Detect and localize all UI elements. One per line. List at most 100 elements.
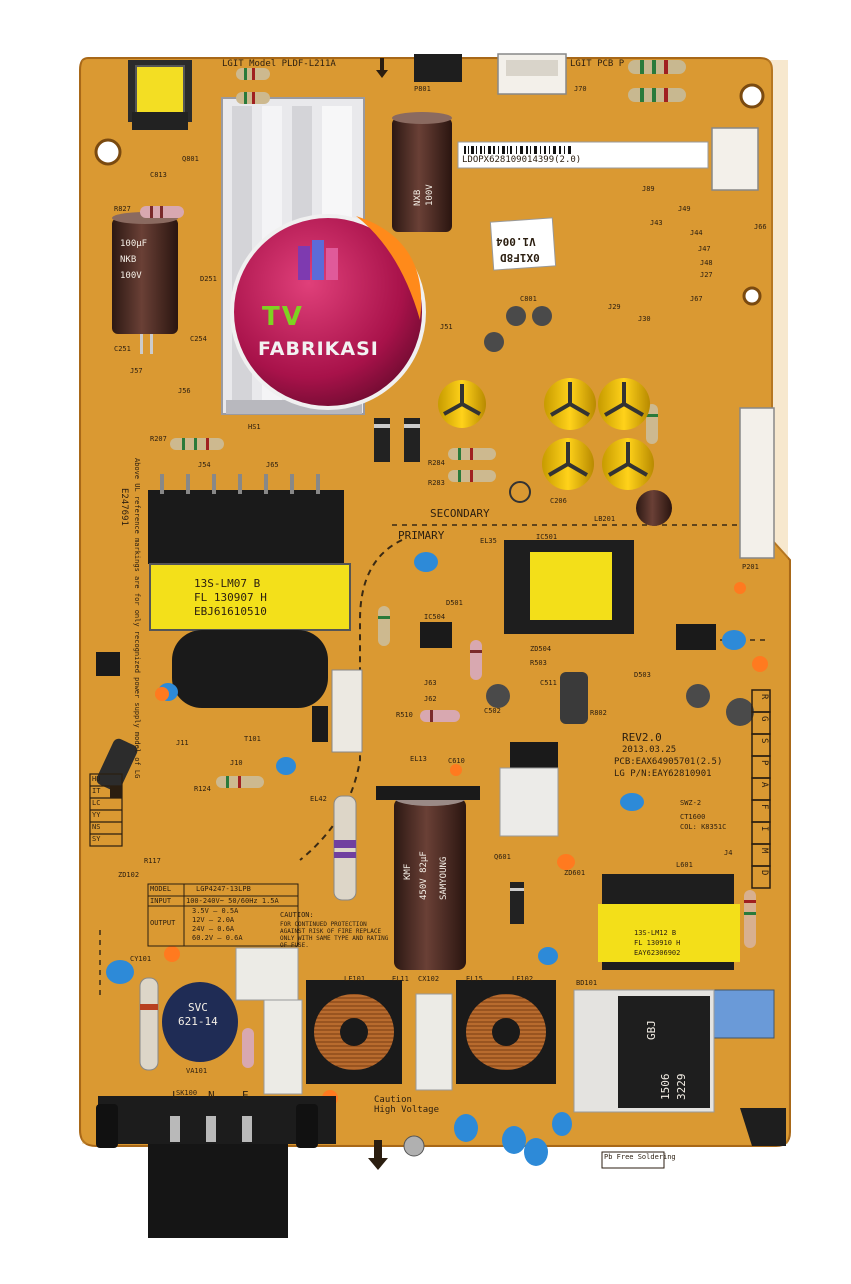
ref-cy101: CY101 bbox=[130, 955, 152, 963]
ref-c813: C813 bbox=[150, 171, 167, 179]
ceramic-caps bbox=[106, 552, 768, 1166]
label-ct: CT1600 bbox=[680, 813, 706, 821]
ref-hs1: HS1 bbox=[248, 423, 261, 431]
table-out4: 60.2V — 0.6A bbox=[192, 934, 243, 942]
ref-j51: J51 bbox=[440, 323, 453, 331]
logo-tv: TV bbox=[262, 302, 304, 332]
table-input-value: 100-240V~ 50/60Hz 1.5A bbox=[186, 897, 279, 905]
cap-left-value: 100µF bbox=[120, 239, 148, 249]
ref-q601: Q601 bbox=[494, 853, 511, 861]
ref-j63: J63 bbox=[424, 679, 437, 687]
ref-ic501: IC501 bbox=[536, 533, 558, 541]
cap-big-series: KMF bbox=[403, 863, 413, 880]
ref-j43: J43 bbox=[650, 219, 663, 227]
transformer-small-line3: EAY62306902 bbox=[634, 949, 681, 957]
cap-top-brand: NXB bbox=[413, 189, 423, 206]
ref-j62: J62 bbox=[424, 695, 437, 703]
ref-r207: R207 bbox=[150, 435, 167, 443]
ref-j70: J70 bbox=[574, 85, 587, 93]
ref-r827: R827 bbox=[114, 205, 131, 213]
ref-t101: T101 bbox=[244, 735, 261, 743]
secondary-caps bbox=[438, 306, 672, 526]
label-pb-free: Pb Free Soldering bbox=[604, 1153, 676, 1161]
ref-j44: J44 bbox=[690, 229, 703, 237]
varistor-line1: SVC bbox=[188, 1001, 208, 1014]
ref-j27: J27 bbox=[700, 271, 713, 279]
ref-r124: R124 bbox=[194, 785, 211, 793]
ref-zd102: ZD102 bbox=[118, 871, 140, 879]
label-pcb-code: PCB:EAX64905701(2.5) bbox=[614, 757, 723, 767]
bridge-line3: 3229 bbox=[675, 1073, 688, 1101]
strip-letter-2: S bbox=[759, 738, 769, 744]
ref-el13: EL13 bbox=[410, 755, 427, 763]
label-primary: PRIMARY bbox=[398, 529, 445, 542]
check-label-2: LC bbox=[92, 799, 101, 807]
strip-letter-6: I bbox=[759, 826, 769, 832]
ref-c511: C511 bbox=[540, 679, 557, 687]
ref-el35: EL35 bbox=[480, 537, 497, 545]
check-label-0: HU bbox=[92, 775, 101, 783]
tv-fabrikasi-logo bbox=[230, 214, 426, 410]
ref-j54: J54 bbox=[198, 461, 211, 469]
ref-ic504: IC504 bbox=[424, 613, 446, 621]
strip-letter-1: G bbox=[759, 716, 769, 722]
cap-top-voltage: 100V bbox=[425, 184, 435, 206]
ref-c610: C610 bbox=[448, 757, 465, 765]
label-col: COL: K8351C bbox=[680, 823, 727, 831]
main-electrolytic-cap bbox=[376, 786, 480, 970]
ref-d501: D501 bbox=[446, 599, 463, 607]
logo-fabrikasi: FABRIKASI bbox=[258, 338, 379, 360]
line-filters bbox=[306, 980, 556, 1084]
ac-label-l: L bbox=[172, 1089, 179, 1102]
strip-letter-8: D bbox=[759, 870, 769, 876]
ref-lf102: LF102 bbox=[512, 975, 534, 983]
right-strip-boxes bbox=[751, 689, 771, 889]
cap-big-value: 450V 82µF bbox=[419, 851, 429, 900]
resistors bbox=[140, 60, 756, 1068]
ref-cx102: CX102 bbox=[418, 975, 440, 983]
barcode-text: LDOPX628109014399(2.0) bbox=[462, 155, 582, 165]
ref-j47: J47 bbox=[698, 245, 711, 253]
ref-j65: J65 bbox=[266, 461, 279, 469]
bridge-line1: GBJ bbox=[645, 1020, 658, 1040]
ac-inlet bbox=[96, 1096, 336, 1238]
ref-lf101: LF101 bbox=[344, 975, 366, 983]
label-caution: Caution bbox=[374, 1095, 412, 1105]
ref-d503: D503 bbox=[634, 671, 651, 679]
ref-j48: J48 bbox=[700, 259, 713, 267]
strip-letter-3: P bbox=[759, 760, 769, 766]
ac-label-n: N bbox=[208, 1089, 215, 1102]
ref-r802: R802 bbox=[590, 709, 607, 717]
ref-el15: EL15 bbox=[466, 975, 483, 983]
ref-l601: L601 bbox=[676, 861, 693, 869]
strip-letter-5: F bbox=[759, 804, 769, 810]
check-label-1: IT bbox=[92, 787, 101, 795]
board-model: LGIT Model PLDF-L211A bbox=[222, 59, 336, 69]
table-model-value: LGP4247-13LPB bbox=[196, 885, 251, 893]
ref-p801: P801 bbox=[414, 85, 431, 93]
check-label-5: SY bbox=[92, 835, 101, 843]
table-out2: 12V — 2.0A bbox=[192, 916, 235, 924]
label-secondary: SECONDARY bbox=[430, 507, 490, 520]
transformer-main-line2: FL 130907 H bbox=[194, 591, 267, 604]
ref-el11: EL11 bbox=[392, 975, 409, 983]
check-label-3: YY bbox=[92, 811, 101, 819]
strip-letter-4: A bbox=[759, 782, 769, 788]
table-out1: 3.5V — 0.5A bbox=[192, 907, 239, 915]
varistor-line2: 621-14 bbox=[178, 1015, 218, 1028]
ref-sk100: SK100 bbox=[176, 1089, 198, 1097]
table-model-header: MODEL bbox=[150, 885, 172, 893]
ref-j11: J11 bbox=[176, 739, 189, 747]
ref-j4: J4 bbox=[724, 849, 733, 857]
cap-left-voltage: 100V bbox=[120, 271, 142, 281]
ref-c801: C801 bbox=[520, 295, 537, 303]
bridge-line2: 1506 bbox=[659, 1073, 672, 1101]
ref-r284: R284 bbox=[428, 459, 445, 467]
ref-c502: C502 bbox=[484, 707, 501, 715]
cap-big-brand: SAMYOUNG bbox=[439, 856, 449, 900]
label-date: 2013.03.25 bbox=[622, 745, 677, 755]
label-cert: E247691 bbox=[119, 488, 129, 526]
model-table bbox=[147, 883, 299, 947]
ref-r117: R117 bbox=[144, 857, 161, 865]
